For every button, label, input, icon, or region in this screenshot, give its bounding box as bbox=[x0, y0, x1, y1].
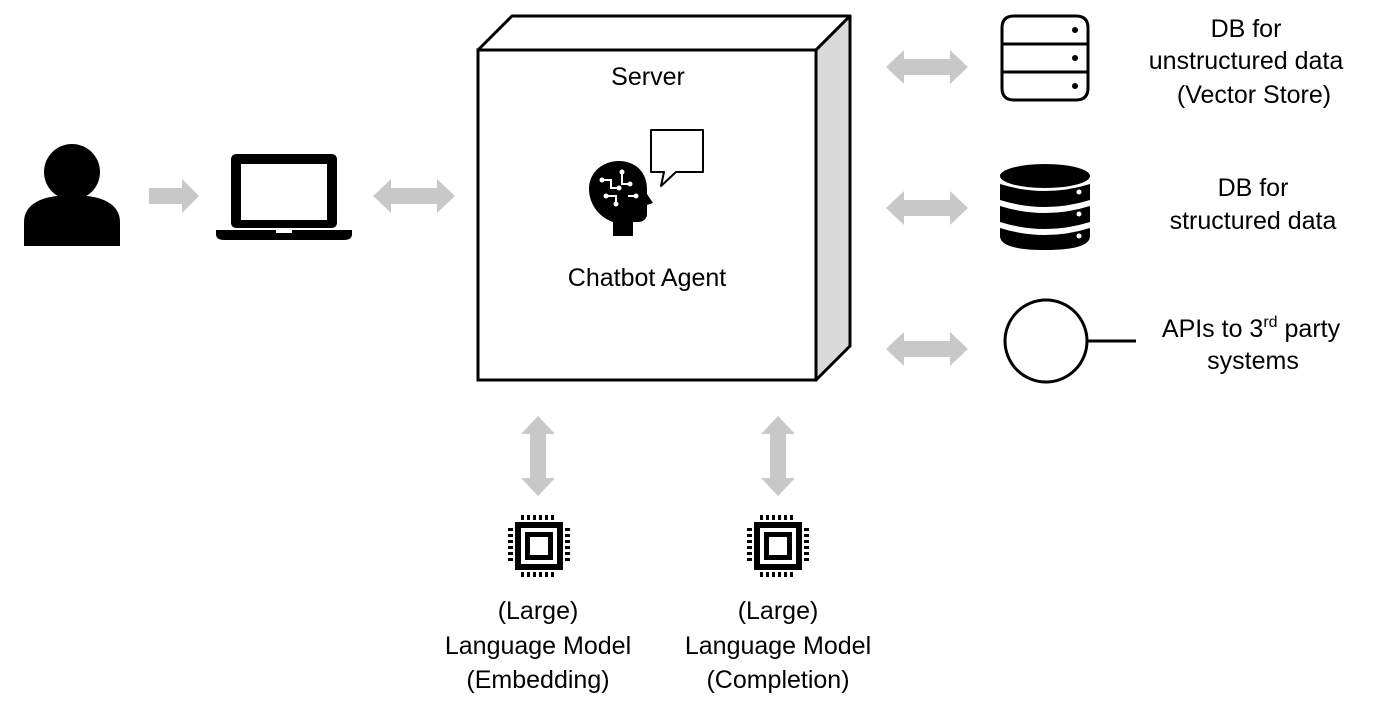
apis-label: APIs to 3rd party systems bbox=[1162, 314, 1341, 375]
completion-model-label: (Large) Language Model (Completion) bbox=[685, 597, 871, 694]
api-interface-icon bbox=[1003, 298, 1136, 384]
svg-text:(Embedding): (Embedding) bbox=[466, 666, 609, 694]
server-embedding-arrow bbox=[521, 416, 555, 496]
completion-chip-icon bbox=[747, 515, 809, 577]
svg-text:(Large): (Large) bbox=[498, 597, 579, 625]
server-structureddb-arrow bbox=[886, 191, 968, 225]
user-to-laptop-arrow bbox=[149, 179, 199, 213]
user-icon bbox=[24, 144, 120, 246]
svg-text:systems: systems bbox=[1207, 347, 1299, 375]
svg-text:(Vector Store): (Vector Store) bbox=[1177, 81, 1331, 109]
embedding-model-label: (Large) Language Model (Embedding) bbox=[445, 597, 631, 694]
database-filled-icon bbox=[1000, 164, 1090, 250]
svg-text:(Large): (Large) bbox=[738, 597, 819, 625]
speech-bubble-icon bbox=[650, 129, 704, 187]
svg-text:DB for: DB for bbox=[1211, 15, 1282, 43]
svg-text:structured data: structured data bbox=[1170, 207, 1337, 235]
ai-head-icon bbox=[589, 161, 653, 236]
svg-text:unstructured data: unstructured data bbox=[1149, 47, 1344, 75]
chatbot-agent-label: Chatbot Agent bbox=[568, 264, 727, 292]
svg-text:Language Model: Language Model bbox=[445, 632, 631, 660]
svg-text:APIs to 3rd party: APIs to 3rd party bbox=[1162, 314, 1341, 343]
laptop-server-arrow bbox=[373, 179, 455, 213]
svg-text:Language Model: Language Model bbox=[685, 632, 871, 660]
server-box bbox=[476, 14, 852, 382]
svg-text:DB for: DB for bbox=[1218, 174, 1289, 202]
server-vectordb-arrow bbox=[886, 50, 968, 84]
vectordb-label: DB for unstructured data (Vector Store) bbox=[1149, 15, 1344, 109]
server-title: Server bbox=[611, 63, 685, 91]
server-completion-arrow bbox=[761, 416, 795, 496]
laptop-icon bbox=[216, 154, 352, 240]
server-apis-arrow bbox=[886, 332, 968, 366]
embedding-chip-icon bbox=[508, 515, 570, 577]
svg-text:(Completion): (Completion) bbox=[706, 666, 849, 694]
structureddb-label: DB for structured data bbox=[1170, 174, 1337, 235]
database-outline-icon bbox=[1000, 14, 1090, 102]
